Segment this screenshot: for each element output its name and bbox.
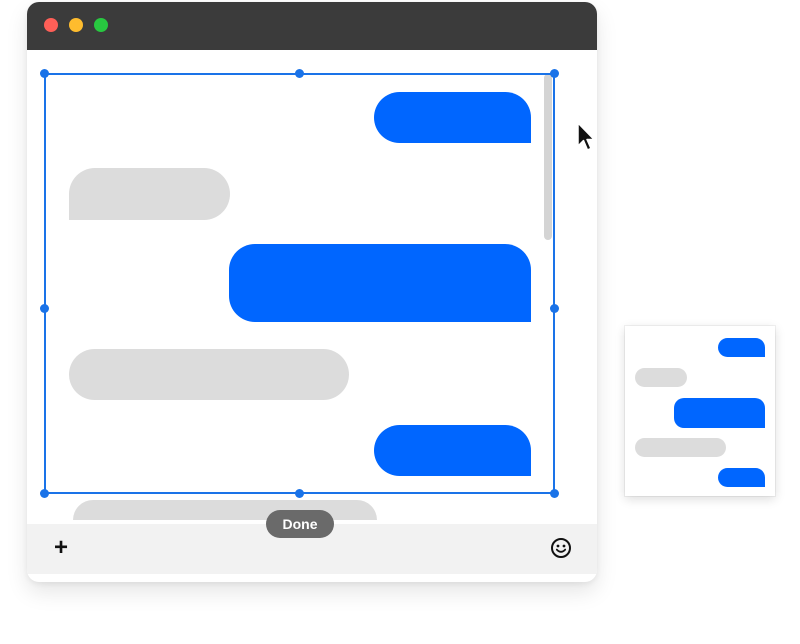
message-bubble-received[interactable] bbox=[69, 349, 349, 400]
zoom-window-button[interactable] bbox=[94, 18, 108, 32]
preview-bubble-received bbox=[635, 368, 687, 387]
preview-bubble-sent bbox=[718, 338, 765, 357]
preview-bubble-received bbox=[635, 438, 726, 457]
selection-preview-thumbnail[interactable] bbox=[625, 326, 775, 496]
message-list[interactable] bbox=[27, 50, 597, 520]
resize-handle-top-right[interactable] bbox=[550, 69, 559, 78]
resize-handle-bottom-left[interactable] bbox=[40, 489, 49, 498]
add-attachment-button[interactable]: + bbox=[53, 534, 68, 561]
smiley-icon[interactable] bbox=[550, 537, 572, 559]
resize-handle-left[interactable] bbox=[40, 304, 49, 313]
message-bubble-sent[interactable] bbox=[374, 92, 531, 143]
chat-window: + bbox=[27, 2, 597, 582]
mouse-pointer-icon bbox=[577, 122, 595, 151]
resize-handle-top[interactable] bbox=[295, 69, 304, 78]
resize-handle-right[interactable] bbox=[550, 304, 559, 313]
close-window-button[interactable] bbox=[44, 18, 58, 32]
message-bubble-sent[interactable] bbox=[229, 244, 531, 322]
done-button[interactable]: Done bbox=[266, 510, 334, 538]
title-bar[interactable] bbox=[27, 2, 597, 50]
scrollbar-thumb[interactable] bbox=[544, 74, 552, 240]
resize-handle-bottom[interactable] bbox=[295, 489, 304, 498]
resize-handle-bottom-right[interactable] bbox=[550, 489, 559, 498]
composer-bar: + bbox=[27, 524, 597, 574]
message-bubble-received[interactable] bbox=[69, 168, 230, 220]
message-bubble-sent[interactable] bbox=[374, 425, 531, 476]
minimize-window-button[interactable] bbox=[69, 18, 83, 32]
preview-bubble-sent bbox=[718, 468, 765, 487]
resize-handle-top-left[interactable] bbox=[40, 69, 49, 78]
preview-bubble-sent bbox=[674, 398, 765, 428]
